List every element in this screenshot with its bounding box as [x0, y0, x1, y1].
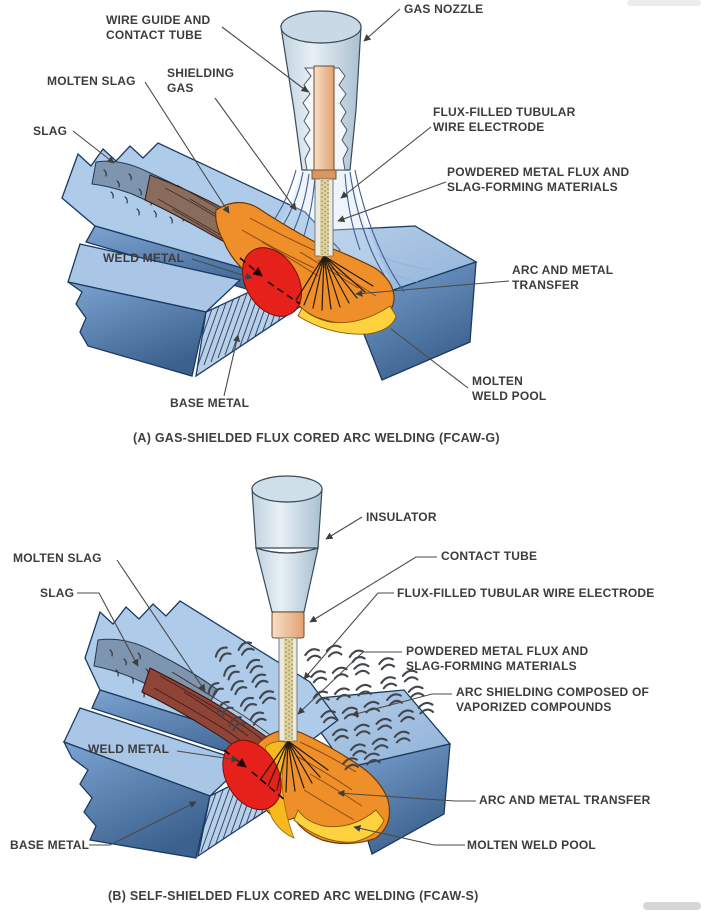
label-powdered-metal-flux-a: POWDERED METAL FLUX AND SLAG-FORMING MAT… [447, 165, 630, 195]
label-base-metal-b: BASE METAL [10, 838, 90, 852]
leader-lines-b [77, 516, 476, 846]
contact-tube-shape-b [271, 611, 305, 639]
label-insulator: INSULATOR [366, 510, 437, 524]
label-flux-filled-electrode-a: FLUX-FILLED TUBULAR WIRE ELECTRODE [433, 105, 576, 135]
panel-b-illustration [62, 475, 476, 859]
label-arc-and-metal-transfer-b: ARC AND METAL TRANSFER [479, 793, 651, 807]
wire-electrode-a [314, 178, 334, 257]
contact-tube-shape-a [313, 65, 335, 173]
label-gas-nozzle: GAS NOZZLE [404, 2, 484, 16]
label-slag-a: SLAG [33, 124, 68, 138]
label-flux-filled-electrode-b: FLUX-FILLED TUBULAR WIRE ELECTRODE [397, 586, 655, 600]
label-shielding-gas: SHIELDING GAS [167, 66, 235, 96]
arc-and-metal-transfer-b [259, 740, 329, 793]
label-arc-shielding: ARC SHIELDING COMPOSED OF VAPORIZED COMP… [456, 685, 650, 715]
window-edge-artifact [627, 0, 701, 6]
label-molten-weld-pool-a: MOLTEN WELD POOL [472, 374, 547, 404]
label-molten-slag-a: MOLTEN SLAG [47, 74, 136, 88]
gas-nozzle-shape [280, 10, 362, 180]
label-arc-and-metal-transfer-a: ARC AND METAL TRANSFER [512, 263, 614, 293]
label-contact-tube: CONTACT TUBE [441, 549, 538, 563]
label-weld-metal-a: WELD METAL [103, 251, 185, 265]
arc-and-metal-transfer-a [295, 255, 374, 311]
insulator-shape [251, 475, 323, 613]
label-weld-metal-b: WELD METAL [88, 742, 170, 756]
label-wire-guide-and-contact-tube: WIRE GUIDE AND CONTACT TUBE [106, 13, 211, 43]
wire-electrode-b [278, 637, 298, 742]
label-molten-slag-b: MOLTEN SLAG [13, 551, 102, 565]
label-powdered-metal-flux-b: POWDERED METAL FLUX AND SLAG-FORMING MAT… [406, 644, 589, 674]
weld-pool-yellow-rim-b [293, 809, 385, 843]
caption-panel-b: (B) SELF-SHIELDED FLUX CORED ARC WELDING… [108, 889, 479, 903]
label-molten-weld-pool-b: MOLTEN WELD POOL [467, 838, 596, 852]
caption-panel-a: (A) GAS-SHIELDED FLUX CORED ARC WELDING … [133, 431, 500, 445]
scrollbar-fragment [643, 902, 701, 910]
leader-lines-a [72, 8, 510, 397]
weld-metal-a [239, 247, 303, 317]
weld-pool-yellow-rim-a [297, 305, 397, 335]
label-slag-b: SLAG [40, 586, 75, 600]
panel-a-illustration [61, 8, 510, 397]
label-base-metal-a: BASE METAL [170, 396, 250, 410]
